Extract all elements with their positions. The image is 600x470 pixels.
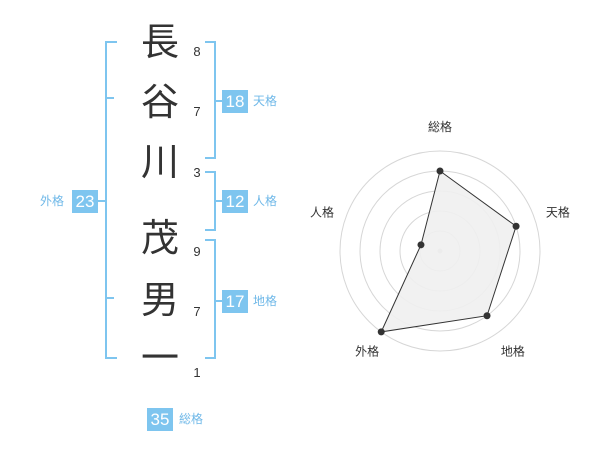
- radar-point-4: [417, 241, 425, 249]
- stroke-count-6: 1: [193, 365, 201, 380]
- radar-point-1: [512, 222, 520, 230]
- name-char-4: 茂: [140, 216, 179, 260]
- chikaku-label: 地格: [253, 294, 278, 308]
- stroke-count-1: 8: [193, 44, 201, 59]
- name-char-6: 一: [140, 336, 179, 380]
- tenkaku-label: 天格: [253, 94, 278, 108]
- soukaku-label: 総格: [179, 412, 204, 426]
- name-char-2: 谷: [140, 80, 179, 124]
- name-char-1: 長: [140, 20, 179, 64]
- stroke-count-4: 9: [193, 244, 201, 259]
- name-char-5: 男: [140, 278, 179, 322]
- radar-point-0: [436, 167, 444, 175]
- radar-point-3: [377, 328, 385, 336]
- gaikaku-badge: 23: [72, 190, 98, 213]
- radar-axis-label-3: 外格: [355, 343, 379, 358]
- radar-points: [377, 167, 520, 336]
- stroke-count-5: 7: [193, 304, 201, 319]
- stroke-count-2: 7: [193, 104, 201, 119]
- radar-ring-5: [339, 150, 541, 352]
- radar-point-2: [483, 312, 491, 320]
- jinkaku-badge: 12: [222, 190, 248, 213]
- radar-axis-label-1: 天格: [546, 205, 570, 220]
- soukaku-badge: 35: [147, 408, 173, 431]
- jinkaku-label: 人格: [253, 194, 278, 208]
- gaikaku-label: 外格: [40, 194, 65, 208]
- radar-axis-label-4: 人格: [310, 205, 334, 220]
- stroke-count-3: 3: [193, 165, 201, 180]
- radar-axis-label-2: 地格: [501, 343, 525, 358]
- name-char-3: 川: [140, 140, 179, 184]
- radar-area: [380, 170, 517, 333]
- tenkaku-badge: 18: [222, 90, 248, 113]
- chikaku-badge: 17: [222, 290, 248, 313]
- radar-axis-label-0: 総格: [428, 119, 452, 134]
